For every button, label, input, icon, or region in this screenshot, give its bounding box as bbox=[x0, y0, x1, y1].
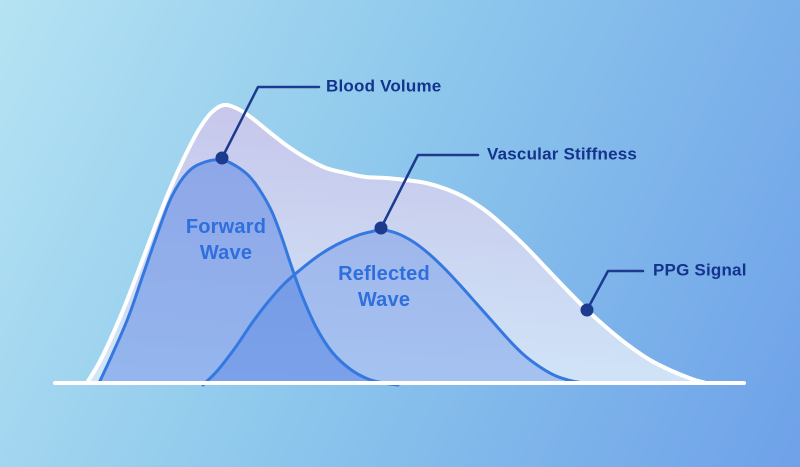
forward-wave-line1: Forward bbox=[185, 216, 267, 238]
label-forward-wave: Forward Wave bbox=[186, 214, 266, 266]
annotation-connector bbox=[220, 85, 321, 160]
ppg-signal-area bbox=[87, 104, 706, 383]
label-reflected-wave: Reflected Wave bbox=[338, 261, 430, 313]
forward-wave-curve bbox=[97, 158, 400, 387]
reflected-wave-line2: Wave bbox=[357, 289, 411, 311]
reflected-wave-area bbox=[203, 229, 585, 385]
label-vascular-stiffness: Vascular Stiffness bbox=[487, 144, 638, 164]
reflected-wave-curve bbox=[201, 228, 587, 387]
label-ppg-signal: PPG Signal bbox=[653, 260, 747, 280]
forward-wave-area bbox=[99, 159, 398, 385]
annotation-dot bbox=[374, 221, 388, 235]
forward-wave-line2: Wave bbox=[199, 242, 253, 264]
annotation-dot bbox=[215, 151, 229, 165]
label-blood-volume: Blood Volume bbox=[326, 76, 442, 96]
annotation-connector bbox=[585, 269, 645, 312]
annotation-connector bbox=[379, 153, 480, 230]
reflected-wave-line1: Reflected bbox=[338, 263, 430, 285]
annotation-dot bbox=[580, 303, 594, 317]
